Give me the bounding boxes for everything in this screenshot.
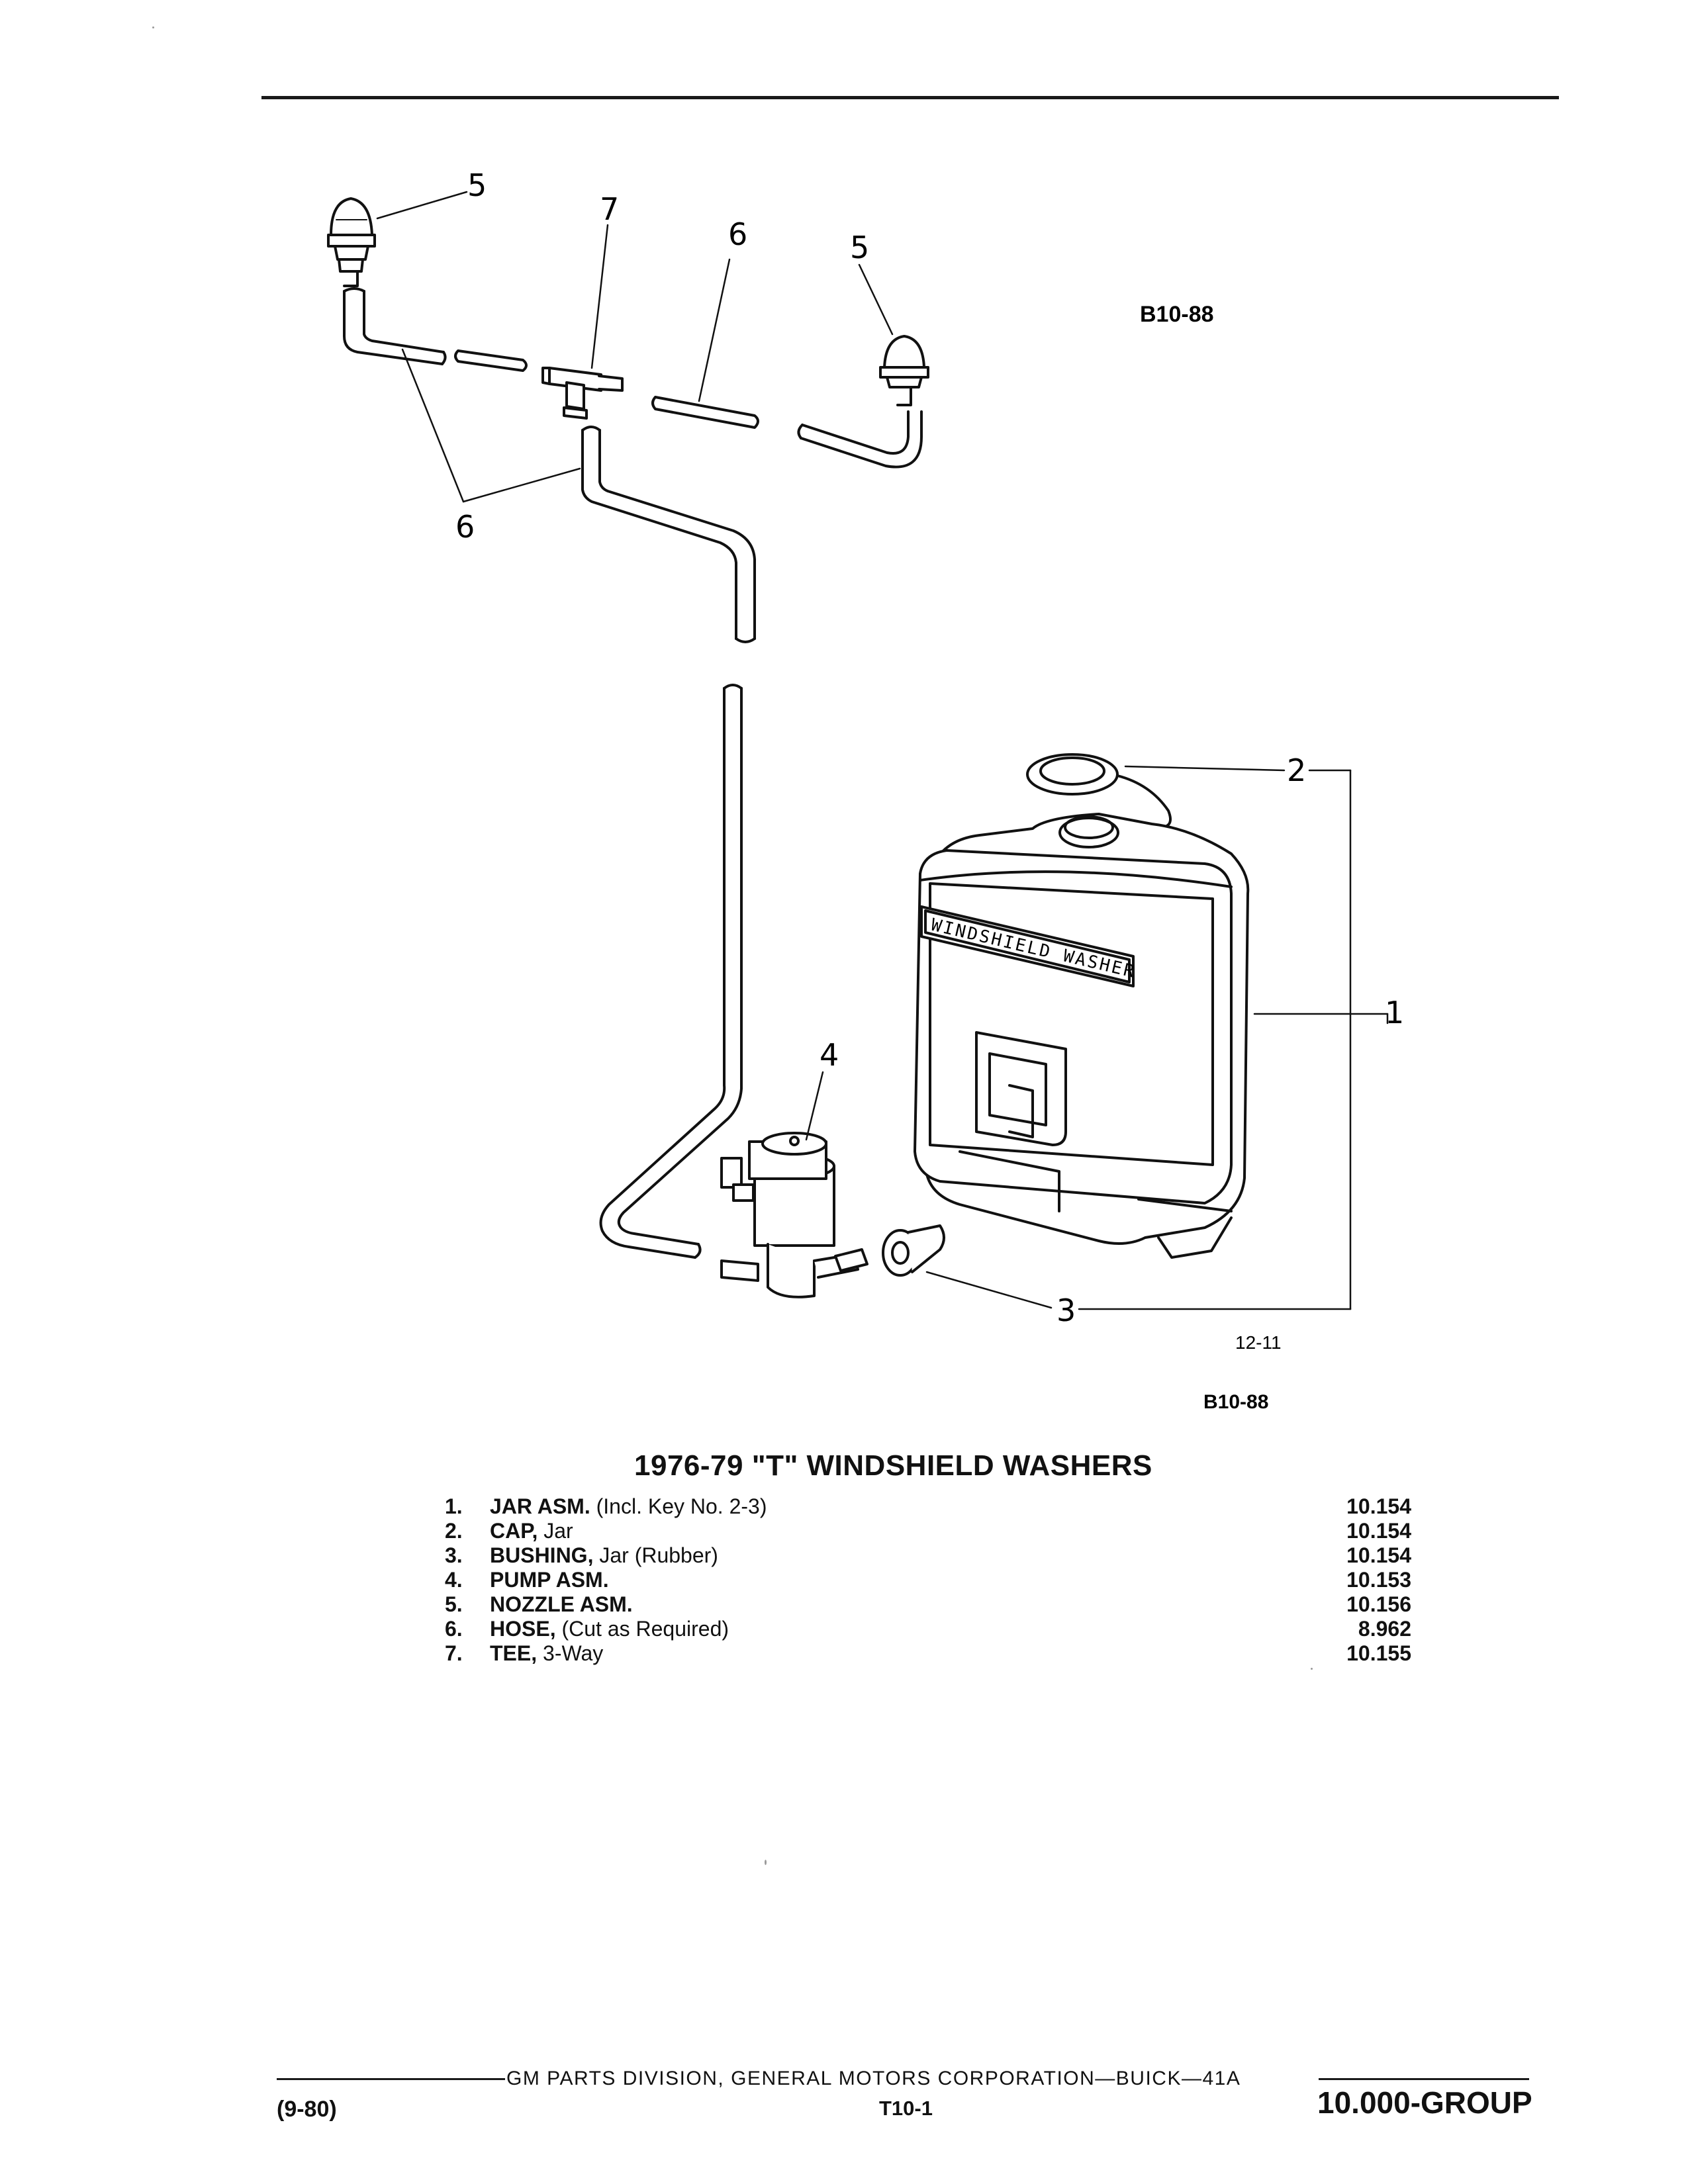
part-detail: 3-Way [543, 1641, 604, 1665]
part-detail: (Cut as Required) [561, 1617, 729, 1641]
part-number: 1. [445, 1494, 463, 1518]
part-number: 6. [445, 1617, 463, 1641]
group-number: 10.154 [1346, 1519, 1411, 1543]
figure-number: 12-11 [1235, 1332, 1282, 1353]
callout-5-left: 5 [467, 167, 487, 203]
group-number: 10.155 [1346, 1641, 1411, 1665]
part-name: HOSE, [490, 1617, 556, 1641]
footer-rule-right [1319, 2078, 1529, 2080]
tee-3-way [541, 367, 624, 420]
part-name: PUMP ASM. [490, 1568, 609, 1592]
bushing-rubber [882, 1224, 945, 1277]
page-id: T10-1 [879, 2097, 933, 2120]
part-row: 6.. . . . . . . . . . . . . . . . . . . … [445, 1617, 1411, 1641]
part-name: NOZZLE ASM. [490, 1592, 633, 1616]
part-name: JAR ASM. [490, 1494, 590, 1518]
group-number: 10.154 [1346, 1494, 1411, 1518]
part-number: 3. [445, 1543, 463, 1567]
callout-7: 7 [600, 191, 619, 227]
part-description: TEE, 3-Way [490, 1641, 610, 1666]
part-row: 2.. . . . . . . . . . . . . . . . . . . … [445, 1519, 1411, 1543]
part-number: 7. [445, 1641, 463, 1665]
part-number: 2. [445, 1519, 463, 1543]
group-number: 10.153 [1346, 1568, 1411, 1592]
part-number: 5. [445, 1592, 463, 1616]
footer-rule-left [277, 2078, 505, 2080]
part-name: CAP, [490, 1519, 538, 1543]
part-row: 5.. . . . . . . . . . . . . . . . . . . … [445, 1592, 1411, 1617]
scan-speck [765, 1860, 767, 1865]
callout-2: 2 [1287, 752, 1306, 788]
ref-code-bottom: B10-88 [1203, 1391, 1268, 1413]
part-name: BUSHING, [490, 1543, 594, 1567]
nozzle-left [327, 197, 376, 287]
part-description: HOSE, (Cut as Required) [490, 1617, 736, 1641]
catalog-title: 1976-79 "T" WINDSHIELD WASHERS [634, 1449, 1152, 1482]
callout-1: 1 [1385, 995, 1404, 1030]
nozzle-right [879, 335, 929, 406]
part-number: 4. [445, 1568, 463, 1592]
scan-speck [152, 26, 154, 28]
scan-speck [1311, 1668, 1313, 1670]
part-row: 3.. . . . . . . . . . . . . . . . . . . … [445, 1543, 1411, 1568]
top-rule [261, 96, 1559, 99]
callout-3: 3 [1056, 1293, 1076, 1328]
part-name: TEE, [490, 1641, 538, 1665]
publisher-line: GM PARTS DIVISION, GENERAL MOTORS CORPOR… [506, 2068, 1241, 2089]
part-description: NOZZLE ASM. [490, 1592, 639, 1617]
part-description: JAR ASM. (Incl. Key No. 2-3) [490, 1494, 774, 1519]
part-row: 1.. . . . . . . . . . . . . . . . . . . … [445, 1494, 1411, 1519]
group-label: 10.000-GROUP [1317, 2085, 1532, 2120]
callout-6-top: 6 [728, 216, 747, 252]
part-detail: Jar [543, 1519, 573, 1543]
part-description: BUSHING, Jar (Rubber) [490, 1543, 725, 1568]
ref-code-top: B10-88 [1140, 302, 1214, 327]
callout-4: 4 [820, 1037, 839, 1073]
pump-assembly [720, 1132, 868, 1298]
group-number: 10.154 [1346, 1543, 1411, 1567]
part-row: 7.. . . . . . . . . . . . . . . . . . . … [445, 1641, 1411, 1666]
group-number: 10.156 [1346, 1592, 1411, 1616]
part-detail: Jar (Rubber) [599, 1543, 718, 1567]
group-number: 8.962 [1358, 1617, 1411, 1641]
callout-6-left: 6 [455, 509, 475, 545]
windshield-washer-exploded-diagram: 5 7 6 5 6 4 2 1 3 WINDSHIELD WASHER B10-… [327, 167, 1404, 1413]
revision-date: (9-80) [277, 2097, 337, 2122]
washer-jar [914, 813, 1250, 1259]
part-row: 4.. . . . . . . . . . . . . . . . . . . … [445, 1568, 1411, 1592]
parts-list: 1.. . . . . . . . . . . . . . . . . . . … [445, 1494, 1411, 1666]
part-description: CAP, Jar [490, 1519, 580, 1543]
callout-5-right: 5 [850, 230, 869, 265]
part-detail: (Incl. Key No. 2-3) [596, 1494, 767, 1518]
part-description: PUMP ASM. [490, 1568, 616, 1592]
